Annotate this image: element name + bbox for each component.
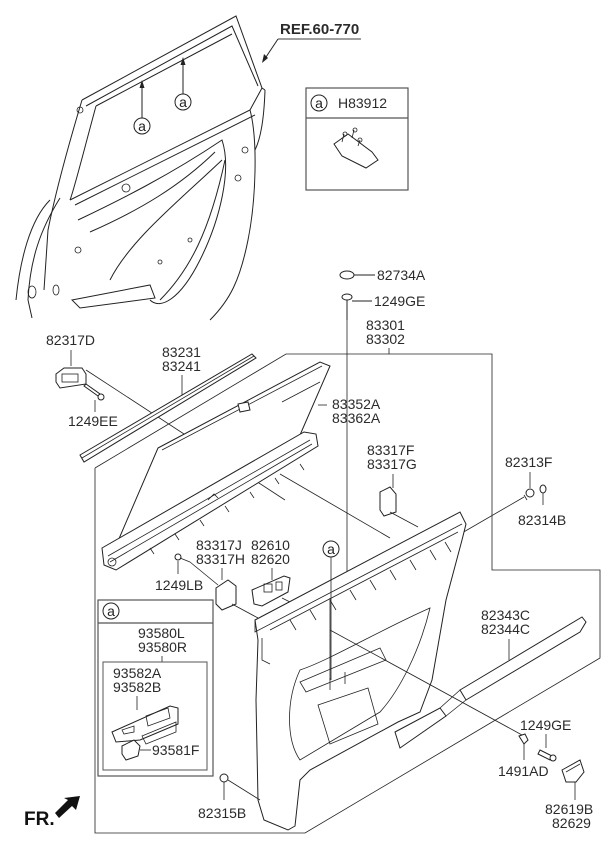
part-82343C-garnish bbox=[394, 616, 587, 749]
part-1491AD-clip bbox=[518, 733, 529, 745]
label-83362A[interactable]: 83362A bbox=[332, 410, 381, 426]
label-93580R[interactable]: 93580R bbox=[138, 639, 187, 655]
label-1491AD[interactable]: 1491AD bbox=[498, 763, 549, 779]
label-83317F[interactable]: 83317F bbox=[367, 442, 414, 458]
label-83241[interactable]: 83241 bbox=[162, 358, 201, 374]
label-82620[interactable]: 82620 bbox=[251, 551, 290, 567]
door-trim-panel bbox=[254, 511, 467, 831]
part-82313F-clip bbox=[523, 488, 535, 501]
part-82619B-bracket bbox=[561, 759, 585, 783]
switch-inset-box: a 93580L 93580R 93582A 93582B 93581F bbox=[97, 599, 214, 777]
part-83317J-cover bbox=[215, 579, 237, 611]
label-82344C[interactable]: 82344C bbox=[481, 621, 530, 637]
part-82314B-cap bbox=[539, 484, 547, 494]
label-1249LB[interactable]: 1249LB bbox=[155, 577, 203, 593]
part-83352A-sunshade bbox=[101, 361, 331, 571]
label-82734A[interactable]: 82734A bbox=[377, 267, 426, 283]
callout-symbol: a bbox=[179, 94, 187, 110]
part-82610-inner-handle bbox=[251, 575, 291, 607]
label-93580L[interactable]: 93580L bbox=[138, 625, 185, 641]
label-82313F[interactable]: 82313F bbox=[505, 454, 552, 470]
part-1249GE-screw bbox=[537, 749, 557, 762]
assembly-outline bbox=[94, 353, 601, 834]
callout-arrow-a-left: a bbox=[133, 80, 151, 135]
part-82317D bbox=[55, 367, 87, 389]
label-1249EE[interactable]: 1249EE bbox=[68, 413, 118, 429]
switch-box-symbol: a bbox=[107, 603, 115, 619]
window-switch-panel bbox=[111, 705, 179, 745]
part-1249LB bbox=[174, 553, 191, 563]
part-82734A: 82734A bbox=[339, 267, 426, 283]
front-label: FR. bbox=[24, 809, 55, 830]
callout-symbol: a bbox=[327, 541, 335, 557]
callout-box-symbol: a bbox=[315, 95, 323, 111]
door-frame-body bbox=[15, 15, 266, 321]
reference-label[interactable]: REF.60-770 bbox=[262, 21, 361, 63]
label-82317D[interactable]: 82317D bbox=[46, 332, 95, 348]
clip-icon bbox=[333, 127, 379, 169]
callout-arrow-a-right: a bbox=[174, 57, 192, 111]
front-arrow-icon bbox=[55, 796, 80, 818]
reference-text[interactable]: REF.60-770 bbox=[280, 21, 359, 38]
label-1249GE-top[interactable]: 1249GE bbox=[374, 293, 425, 309]
label-82314B[interactable]: 82314B bbox=[518, 512, 566, 528]
callout-box-h83912: a H83912 bbox=[305, 87, 409, 191]
label-83302[interactable]: 83302 bbox=[366, 331, 405, 347]
part-1249GE-top: 1249GE bbox=[341, 293, 425, 320]
label-83317J[interactable]: 83317J bbox=[196, 537, 242, 553]
label-82343C[interactable]: 82343C bbox=[481, 607, 530, 623]
label-82619B[interactable]: 82619B bbox=[545, 801, 593, 817]
label-1249GE-bottom[interactable]: 1249GE bbox=[520, 717, 571, 733]
label-93581F[interactable]: 93581F bbox=[152, 742, 199, 758]
label-83352A[interactable]: 83352A bbox=[332, 396, 381, 412]
front-direction-indicator: FR. bbox=[24, 796, 80, 830]
part-1249EE bbox=[83, 383, 105, 401]
part-82315B-clip bbox=[219, 773, 229, 783]
label-83317H[interactable]: 83317H bbox=[196, 551, 245, 567]
callout-symbol: a bbox=[138, 118, 146, 134]
label-93582A[interactable]: 93582A bbox=[113, 665, 162, 681]
callout-a-panel: a bbox=[322, 540, 340, 558]
label-93582B[interactable]: 93582B bbox=[113, 679, 161, 695]
window-switch-93581F bbox=[121, 739, 141, 761]
label-83317G[interactable]: 83317G bbox=[367, 456, 417, 472]
label-83301[interactable]: 83301 bbox=[366, 317, 405, 333]
label-83231[interactable]: 83231 bbox=[162, 344, 201, 360]
part-83317F-cover bbox=[379, 486, 397, 517]
part-83231-weatherstrip bbox=[79, 353, 257, 463]
label-82629[interactable]: 82629 bbox=[552, 815, 591, 831]
label-82610[interactable]: 82610 bbox=[251, 537, 290, 553]
part-number-h83912[interactable]: H83912 bbox=[338, 95, 387, 111]
label-82315B[interactable]: 82315B bbox=[198, 805, 246, 821]
